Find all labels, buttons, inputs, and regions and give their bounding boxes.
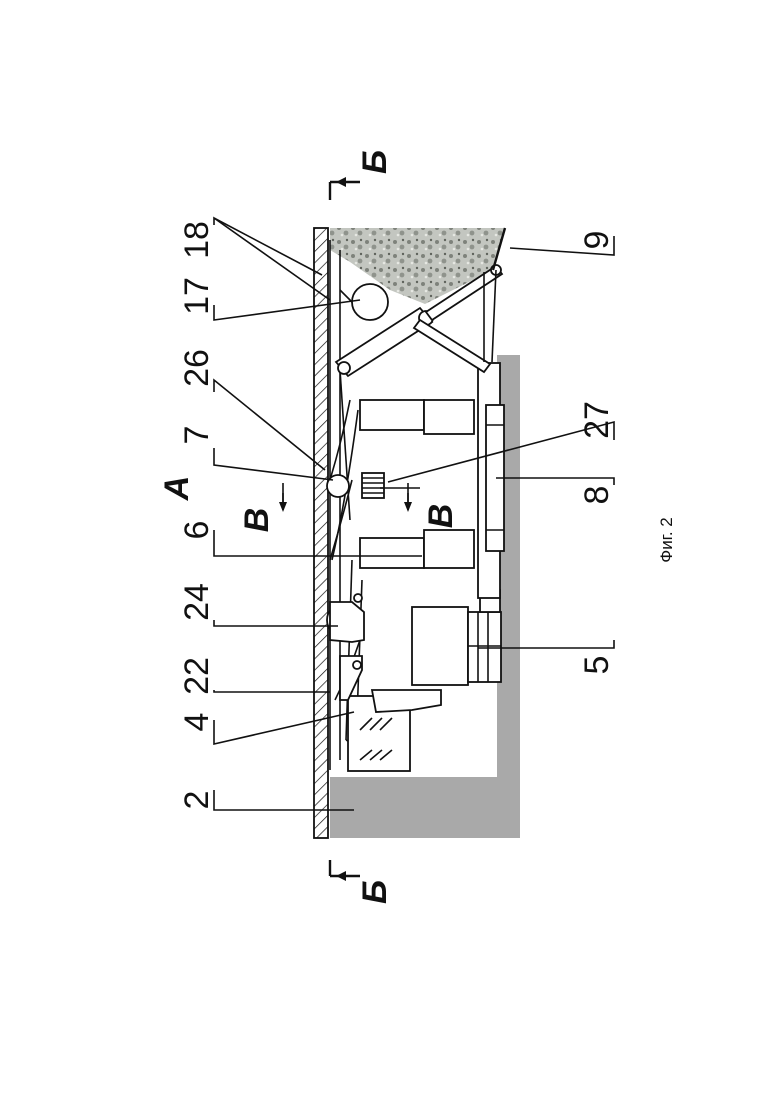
- label-27: 27: [578, 401, 616, 439]
- section-letter-b-top: Б: [356, 150, 394, 174]
- part-4-lever: [372, 690, 441, 712]
- pivot-7: [327, 475, 349, 497]
- roof-plate: [314, 228, 328, 838]
- section-b-bottom-marker: [330, 860, 360, 881]
- label-5: 5: [578, 656, 616, 675]
- label-7: 7: [178, 426, 216, 445]
- joint-24-pin-top: [354, 594, 362, 602]
- label-26: 26: [178, 349, 216, 387]
- label-22: 22: [178, 657, 216, 695]
- section-letter-a: А: [158, 476, 196, 502]
- label-18: 18: [178, 221, 216, 259]
- spring-27: [362, 473, 384, 498]
- link-arm-lower: [414, 320, 490, 372]
- label-6: 6: [178, 521, 216, 540]
- section-letter-b-bottom: Б: [356, 880, 394, 904]
- prop-cylinder-upper: [424, 400, 474, 434]
- section-v-left-marker: [279, 483, 287, 512]
- part-5-motor: [412, 607, 468, 685]
- figure-caption: Фиг. 2: [657, 517, 676, 562]
- section-letter-v-right: В: [422, 504, 460, 529]
- label-17: 17: [178, 277, 216, 315]
- label-9: 9: [578, 231, 616, 250]
- joint-24-bracket: [330, 602, 364, 642]
- label-2: 2: [178, 791, 216, 810]
- section-letter-v-left: В: [238, 508, 276, 533]
- roller-17: [352, 284, 388, 320]
- label-24: 24: [178, 583, 216, 621]
- label-4: 4: [178, 713, 216, 732]
- prop-6-cylinder: [424, 530, 474, 568]
- section-b-top-marker: [330, 177, 360, 200]
- label-8: 8: [578, 486, 616, 505]
- prop-6-rod: [360, 538, 424, 568]
- part-5-gearbox: [468, 612, 501, 682]
- arm-22-pin: [353, 661, 361, 669]
- link-pin-upper: [338, 362, 350, 374]
- prop-rod-upper: [360, 400, 424, 430]
